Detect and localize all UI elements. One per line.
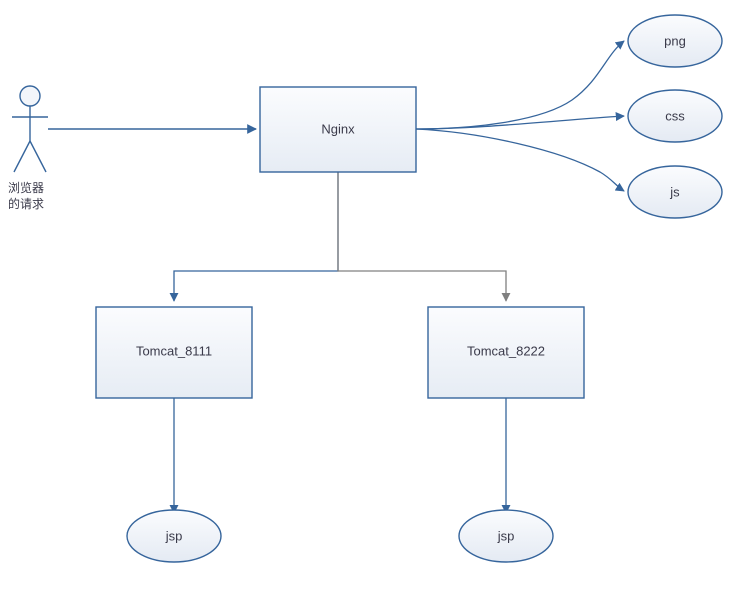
node-js[interactable]: js (627, 165, 723, 219)
actor-head-icon (19, 85, 41, 107)
node-jsp-left[interactable]: jsp (126, 509, 222, 563)
edge-nginx-to-tomcat-right (337, 172, 511, 302)
node-css[interactable]: css (627, 89, 723, 143)
node-png-shape[interactable] (627, 14, 723, 68)
actor-label-line2: 的请求 (8, 196, 44, 211)
browser-actor: 浏览器 的请求 (8, 85, 48, 211)
node-tomcat-left-label: Tomcat_8111 (136, 343, 212, 358)
node-jsp-right-shape[interactable] (458, 509, 554, 563)
node-tomcat-left[interactable]: Tomcat_8111 (95, 306, 253, 399)
edge-nginx-to-js (415, 128, 625, 192)
node-js-label: js (669, 184, 680, 199)
edge-nginx-to-png (415, 40, 625, 130)
edge-nginx-to-css (415, 111, 625, 130)
node-tomcat-right-label: Tomcat_8222 (467, 343, 545, 358)
node-css-label: css (665, 108, 685, 123)
node-nginx-label: Nginx (321, 121, 355, 136)
node-tomcat-right[interactable]: Tomcat_8222 (427, 306, 585, 399)
actor-label-line1: 浏览器 (8, 180, 44, 195)
edge-nginx-to-tomcat-left (169, 172, 339, 302)
node-css-shape[interactable] (627, 89, 723, 143)
actor-leg-left-icon (13, 140, 31, 173)
node-tomcat-left-shape[interactable] (95, 306, 253, 399)
node-png[interactable]: png (627, 14, 723, 68)
node-jsp-right-label: jsp (497, 528, 515, 543)
actor-leg-right-icon (29, 140, 47, 173)
node-jsp-right[interactable]: jsp (458, 509, 554, 563)
node-nginx-shape[interactable] (259, 86, 417, 173)
node-tomcat-right-shape[interactable] (427, 306, 585, 399)
node-png-label: png (664, 33, 686, 48)
node-nginx[interactable]: Nginx (259, 86, 417, 173)
node-js-shape[interactable] (627, 165, 723, 219)
node-jsp-left-shape[interactable] (126, 509, 222, 563)
node-jsp-left-label: jsp (165, 528, 183, 543)
